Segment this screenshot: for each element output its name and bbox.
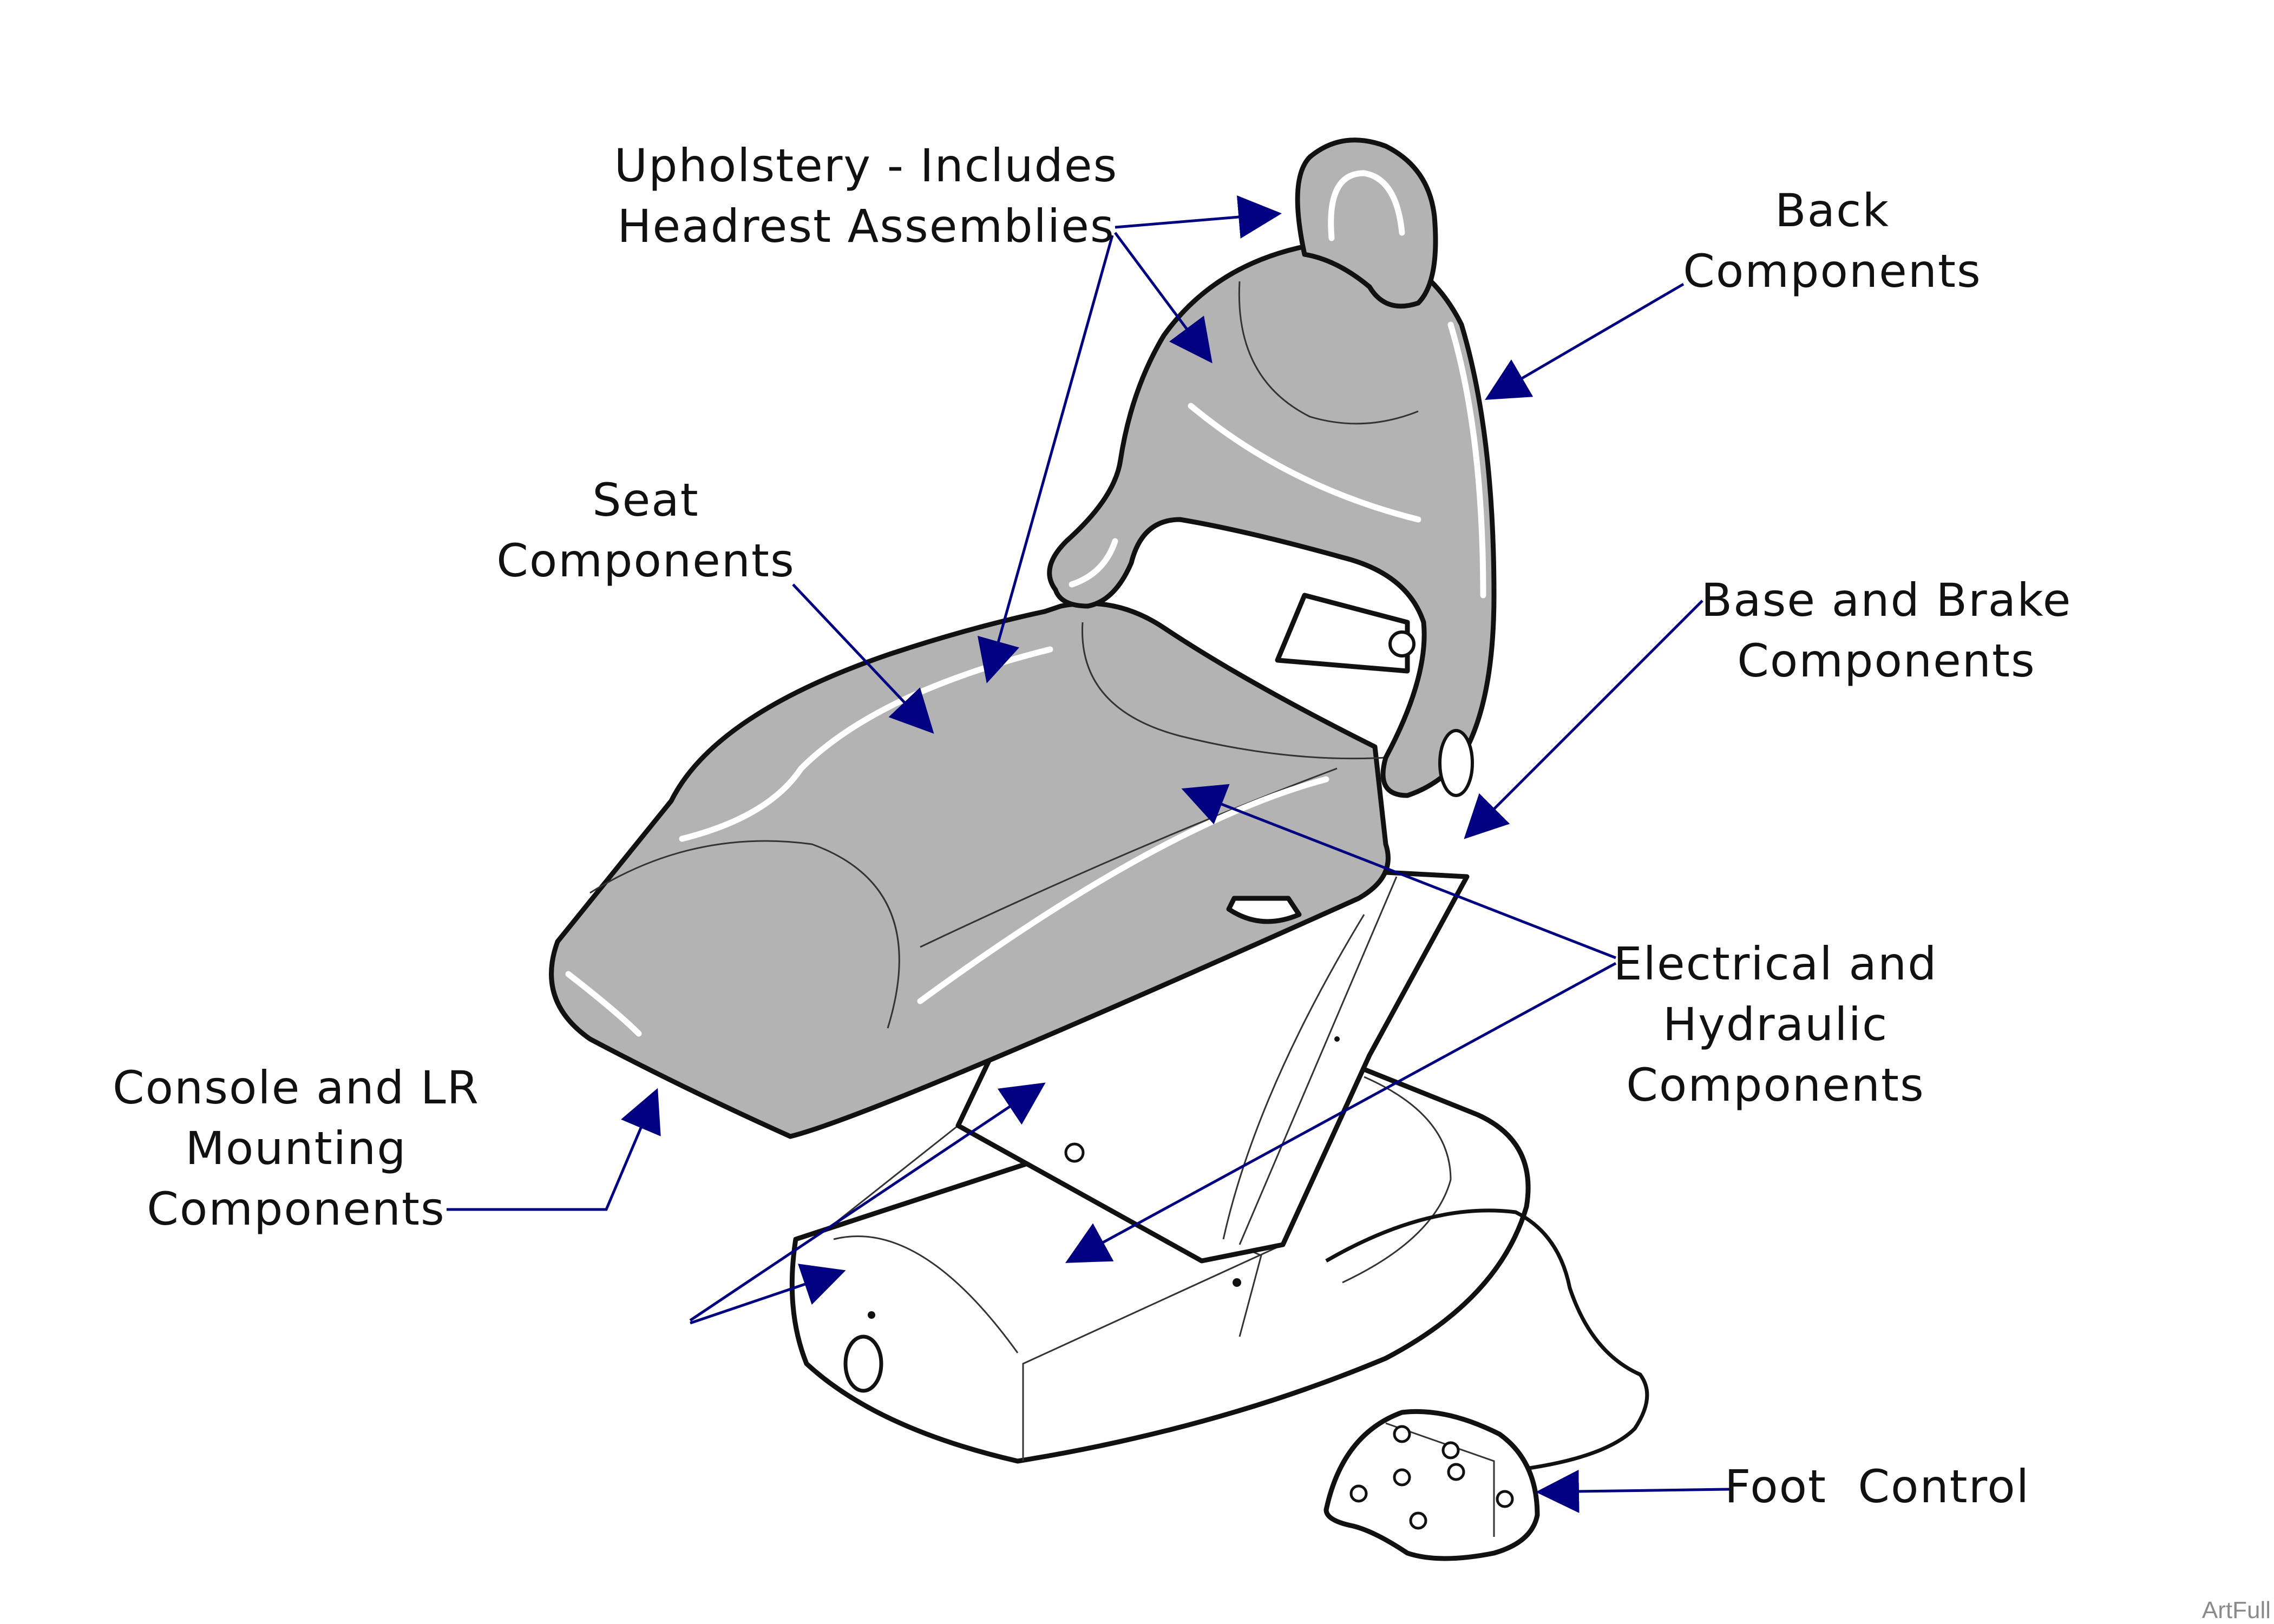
chair-hinge bbox=[1226, 593, 1474, 924]
dental-chair-illustration bbox=[549, 137, 1649, 1561]
label-console-line-3: Components bbox=[147, 1182, 445, 1235]
label-console-line-1: Console and LR bbox=[113, 1061, 480, 1114]
leader-seat bbox=[792, 583, 934, 734]
leader-console-lr bbox=[447, 1088, 661, 1211]
label-electrical-line-3: Components bbox=[1626, 1058, 1924, 1112]
leader-foot-control bbox=[1536, 1469, 1730, 1513]
label-back-line-2: Components bbox=[1683, 245, 1981, 298]
leader-electrical-3 bbox=[689, 1082, 1046, 1322]
foot-control-cable bbox=[1325, 1208, 1649, 1474]
chair-base bbox=[789, 1058, 1531, 1464]
leader-back bbox=[1485, 282, 1685, 400]
leader-lines bbox=[447, 195, 1730, 1513]
back-cushion bbox=[1047, 240, 1497, 798]
leader-upholstery-seat bbox=[977, 235, 1114, 683]
callout-labels: Upholstery - Includes Headrest Assemblie… bbox=[113, 139, 2072, 1513]
headrest bbox=[1295, 137, 1438, 309]
watermark-text: ArtFull bbox=[2202, 1597, 2271, 1623]
label-base-brake-line-2: Components bbox=[1737, 634, 2035, 687]
leader-electrical-1 bbox=[1181, 784, 1616, 959]
label-foot-control: Foot Control bbox=[1725, 1460, 2030, 1513]
label-electrical-line-2: Hydraulic bbox=[1663, 998, 1888, 1051]
leader-electrical-2 bbox=[1065, 962, 1617, 1263]
brake-knob bbox=[843, 1334, 883, 1393]
label-back-line-1: Back bbox=[1775, 184, 1890, 237]
label-upholstery-line-1: Upholstery - Includes bbox=[614, 139, 1118, 192]
label-seat-line-1: Seat bbox=[592, 474, 699, 527]
leader-upholstery-headrest bbox=[1115, 195, 1282, 239]
leader-upholstery-back bbox=[1113, 232, 1213, 364]
leader-electrical-4 bbox=[690, 1264, 846, 1325]
label-console-line-2: Mounting bbox=[185, 1122, 407, 1175]
seat-cushion bbox=[549, 601, 1391, 1139]
label-electrical-line-1: Electrical and bbox=[1614, 937, 1938, 990]
leader-base-brake bbox=[1464, 600, 1703, 839]
label-base-brake-line-1: Base and Brake bbox=[1701, 574, 2072, 627]
label-upholstery-line-2: Headrest Assemblies bbox=[617, 200, 1115, 253]
foot-control-pedal bbox=[1323, 1409, 1540, 1561]
label-seat-line-2: Components bbox=[496, 534, 795, 587]
